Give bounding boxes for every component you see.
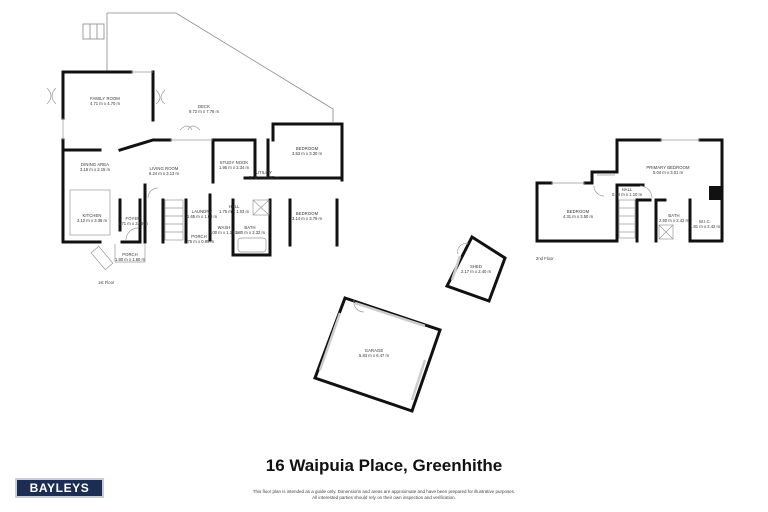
logo-text: BAYLEYS xyxy=(29,481,90,495)
room-label-wic: W.I.C.1.81 m x 2.42 m xyxy=(689,219,721,229)
room-label-bedroom-2: Bedroom3.14 m x 3.75 m xyxy=(291,211,323,221)
room-label-porch-1: Porch1.75 m x 0.85 m xyxy=(183,234,215,244)
shed-walls xyxy=(444,234,507,303)
room-label-hall: Hall1.75 m x 1.03 m xyxy=(218,204,250,214)
room-label-bedroom-1: Bedroom3.53 m x 3.30 m xyxy=(291,146,323,156)
chimney xyxy=(709,186,721,200)
floor-label-second: 2nd Floor xyxy=(536,256,554,261)
property-title: 16 Waipuia Place, Greenhithe xyxy=(265,456,503,475)
deck-outline xyxy=(82,12,334,122)
disclaimer-line-2: All interested parties should rely on th… xyxy=(312,495,456,500)
first-floor-details xyxy=(46,71,270,271)
floor-label-first: 1st Floor xyxy=(98,280,115,285)
disclaimer: This floor plan is intended as a guide o… xyxy=(0,489,768,501)
room-label-study-nook: Study Nook1.95 m x 2.34 m xyxy=(218,160,250,170)
room-label-bedroom-upstairs: Bedroom4.31 m x 3.50 m xyxy=(562,209,594,219)
room-label-utility: Utility0.78 m x 0.83 m xyxy=(248,170,280,180)
room-label-porch-2: Porch1.80 m x 1.60 m xyxy=(114,252,146,262)
room-label-kitchen: Kitchen3.12 m x 3.36 m xyxy=(76,213,108,223)
room-label-family-room: Family Room4.71 m x 4.70 m xyxy=(89,96,121,106)
room-label-hall-upstairs: Hall0.88 m x 1.10 m xyxy=(611,187,643,197)
first-floor-walls xyxy=(61,70,344,257)
room-label-laundry: Laundry1.65 m x 1.60 m xyxy=(186,209,218,219)
room-label-shed: Shed2.17 m x 2.40 m xyxy=(460,264,492,274)
room-label-wash: Wash1.00 m x 1.13 m xyxy=(208,225,240,235)
room-label-primary-bedroom: Primary Bedroom5.04 m x 3.01 m xyxy=(646,165,690,175)
room-label-deck: Deck9.72 m x 7.78 m xyxy=(188,104,220,114)
room-label-bath: Bath1.80 m x 2.32 m xyxy=(234,225,266,235)
room-label-dining-area: Dining Area3.16 m x 2.15 m xyxy=(79,162,111,172)
room-label-foyer: Foyer1.71 m x 2.69 m xyxy=(117,216,149,226)
bayleys-logo: BAYLEYS xyxy=(15,478,104,498)
garage-walls xyxy=(313,296,442,413)
room-label-garage: Garage5.83 m x 6.47 m xyxy=(358,348,390,358)
room-label-living-room: Living Room6.24 m x 3.13 m xyxy=(148,166,180,176)
second-floor-details xyxy=(551,139,700,240)
room-label-bath-upstairs: Bath2.50 m x 2.42 m xyxy=(658,213,690,223)
second-floor-walls xyxy=(535,138,724,243)
disclaimer-line-1: This floor plan is intended as a guide o… xyxy=(252,489,516,494)
